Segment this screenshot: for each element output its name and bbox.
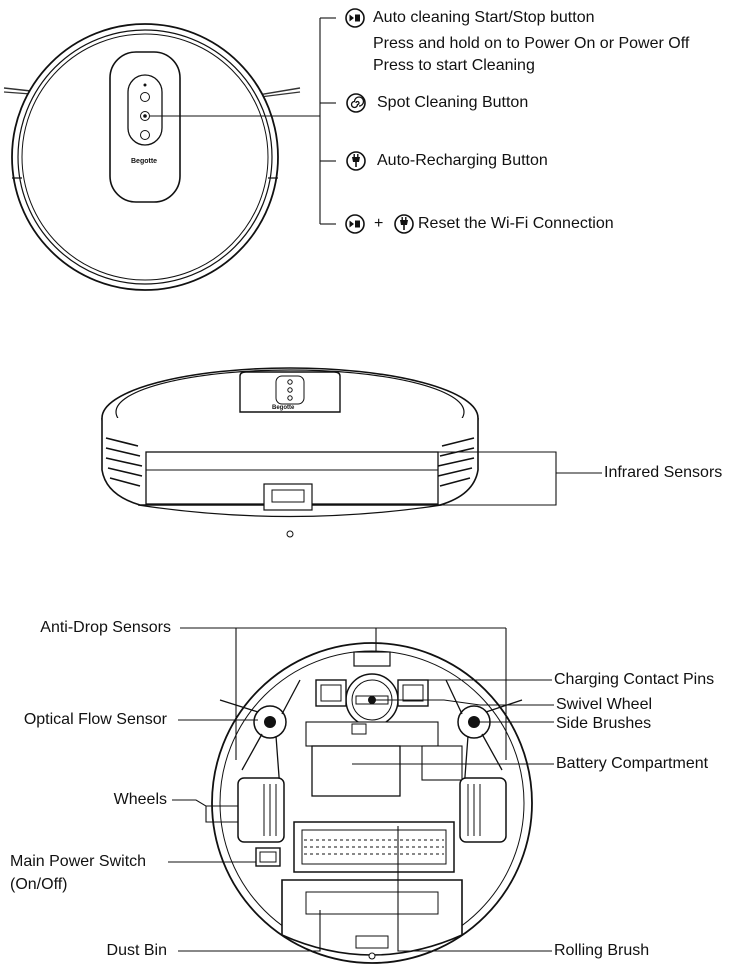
swivel-wheel-label: Swivel Wheel [556,696,653,713]
top-view-logo: Begotte [131,158,158,165]
start-stop-line-1: Press and hold on to Power On or Power O… [373,35,690,52]
bottom-callout-lines [168,627,554,952]
start-stop-title: Auto cleaning Start/Stop button [373,9,595,26]
robot-side-view [101,367,479,538]
dust-bin-label: Dust Bin [106,942,167,959]
auto-recharge-label: Auto-Recharging Button [377,152,548,169]
side-view-logo: Begotte [272,405,295,411]
infrared-callout-lines [438,451,602,506]
power-switch-label: Main Power Switch [10,853,147,870]
anti-drop-label: Anti-Drop Sensors [40,619,171,636]
robot-bottom-view [211,642,533,964]
robot-top-view [3,23,301,291]
infrared-sensors-label: Infrared Sensors [604,464,723,481]
battery-label: Battery Compartment [556,755,709,772]
spot-cleaning-label: Spot Cleaning Button [377,94,529,111]
side-brushes-label: Side Brushes [556,715,652,732]
start-stop-line-2: Press to start Cleaning [373,57,535,74]
wheels-label: Wheels [113,791,167,808]
power-switch-sub-label: (On/Off) [10,876,68,893]
optical-flow-label: Optical Flow Sensor [23,711,167,728]
plug-icon [394,214,414,234]
reset-wifi-label: Reset the Wi-Fi Connection [418,215,614,232]
rolling-brush-label: Rolling Brush [554,942,650,959]
play-pause-icon [345,214,365,234]
top-callout-lines [150,17,336,225]
play-pause-icon [345,8,365,28]
spiral-icon [346,93,366,113]
charging-pins-label: Charging Contact Pins [554,671,715,688]
plug-icon [346,151,366,171]
reset-plus-sign: + [374,215,384,232]
